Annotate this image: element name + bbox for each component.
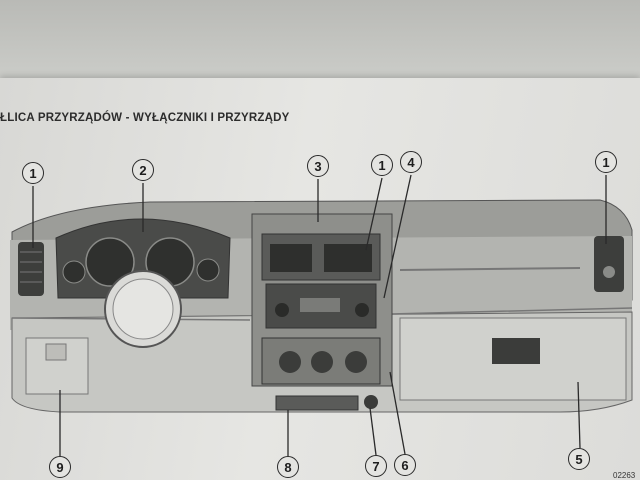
callout-1-center-vent: 1: [371, 154, 393, 176]
callout-9-knee-panel: 9: [49, 456, 71, 478]
callout-1-right-vent: 1: [595, 151, 617, 173]
callout-6-climate-controls: 6: [394, 454, 416, 476]
callout-8-switch-bank: 8: [277, 456, 299, 478]
callout-7-knob: 7: [365, 455, 387, 477]
callout-3-center-stack-top: 3: [307, 155, 329, 177]
right-air-vent: [594, 236, 624, 292]
callout-5-glove-box: 5: [568, 448, 590, 470]
callout-2-instrument-cluster: 2: [132, 159, 154, 181]
callout-1-left-vent: 1: [22, 162, 44, 184]
steering-wheel: [105, 271, 181, 347]
center-stack: [252, 214, 392, 386]
glove-box-handle: [492, 338, 540, 364]
left-air-vent: [18, 242, 44, 296]
figure-code: 02263: [613, 471, 635, 480]
callout-4-radio: 4: [400, 151, 422, 173]
